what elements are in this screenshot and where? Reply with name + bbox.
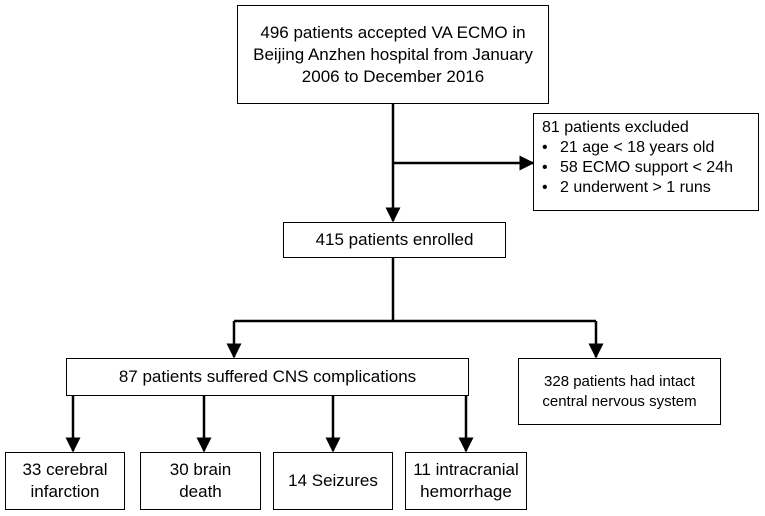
- enrolled-node: 415 patients enrolled: [283, 222, 506, 258]
- intact-line-2: central nervous system: [542, 392, 697, 410]
- seizures-label: 14 Seizures: [288, 471, 378, 490]
- brain-death-node: 30 brain death: [140, 452, 261, 510]
- hemorrhage-line-1: 11 intracranial: [413, 460, 519, 479]
- seizures-node: 14 Seizures: [273, 452, 393, 510]
- infarction-node: 33 cerebral infarction: [5, 452, 125, 510]
- top-node-line-3: 2006 to December 2016: [301, 66, 485, 86]
- excluded-item: 21 age < 18 years old: [542, 138, 750, 158]
- top-node-line-1: 496 patients accepted VA ECMO in: [260, 22, 526, 42]
- excluded-item: 58 ECMO support < 24h: [542, 158, 750, 178]
- excluded-item: 2 underwent > 1 runs: [542, 178, 750, 198]
- intact-node: 328 patients had intact central nervous …: [518, 358, 721, 425]
- infarction-line-1: 33 cerebral: [22, 460, 108, 479]
- top-node: 496 patients accepted VA ECMO in Beijing…: [237, 5, 549, 104]
- excluded-node: 81 patients excluded 21 age < 18 years o…: [533, 113, 759, 211]
- cns-node: 87 patients suffered CNS complications: [66, 358, 469, 396]
- infarction-line-2: infarction: [30, 482, 100, 501]
- intact-line-1: 328 patients had intact: [544, 372, 695, 390]
- hemorrhage-line-2: hemorrhage: [420, 482, 512, 501]
- brain-death-line-2: death: [179, 482, 222, 501]
- cns-label: 87 patients suffered CNS complications: [118, 367, 417, 386]
- top-node-line-2: Beijing Anzhen hospital from January: [253, 44, 533, 64]
- brain-death-line-1: 30 brain: [169, 460, 232, 479]
- hemorrhage-node: 11 intracranial hemorrhage: [405, 452, 527, 510]
- excluded-list: 21 age < 18 years old 58 ECMO support < …: [542, 138, 750, 198]
- enrolled-label: 415 patients enrolled: [315, 230, 474, 249]
- excluded-title: 81 patients excluded: [542, 119, 689, 136]
